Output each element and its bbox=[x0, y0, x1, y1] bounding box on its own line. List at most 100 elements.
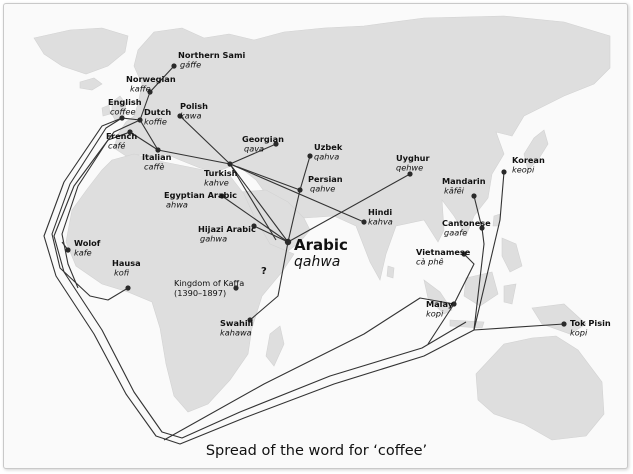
dot-italian bbox=[155, 147, 161, 153]
greenland-landmass bbox=[33, 27, 129, 75]
route-italian-dutch bbox=[139, 119, 159, 151]
route-cantonese-mandarin bbox=[473, 195, 483, 229]
iceland-landmass bbox=[79, 77, 103, 91]
route-turkish-georgian bbox=[229, 143, 277, 165]
route-sea-malay bbox=[163, 297, 455, 441]
route-sea-vietnamese bbox=[427, 253, 475, 345]
route-arabic-persian bbox=[287, 189, 301, 243]
australia-landmass bbox=[475, 335, 605, 441]
dot-kaffa bbox=[233, 285, 239, 291]
route-sea-cape-outer bbox=[43, 117, 565, 445]
philippines-landmass bbox=[501, 237, 523, 273]
route-persian-uzbek bbox=[299, 155, 311, 191]
dot-wolof bbox=[65, 247, 71, 253]
route-arabic-turkish bbox=[229, 163, 289, 243]
dot-english bbox=[119, 115, 125, 121]
dot-swahili bbox=[247, 317, 253, 323]
madagascar-landmass bbox=[265, 325, 285, 367]
dot-uzbek bbox=[307, 153, 313, 159]
route-sea-cape-inner bbox=[53, 119, 467, 439]
dot-turkish bbox=[227, 161, 233, 167]
route-arabic-uyghur bbox=[287, 173, 411, 243]
dot-mandarin bbox=[471, 193, 477, 199]
route-turkish-hindi bbox=[229, 163, 365, 223]
dot-korean bbox=[501, 169, 507, 175]
dot-cantonese bbox=[479, 225, 485, 231]
land-masses bbox=[33, 15, 611, 441]
route-dutch-english bbox=[121, 117, 141, 121]
route-italian-french bbox=[129, 131, 159, 151]
route-sea-west-africa-inner bbox=[61, 131, 131, 289]
dot-arabic-hub bbox=[284, 238, 292, 246]
route-turkish-italian bbox=[157, 149, 231, 165]
label-kingdom-of-kaffa: Kingdom of Kaffa(1390–1897) bbox=[174, 278, 244, 298]
dot-uyghur bbox=[407, 171, 413, 177]
eurasia-landmass bbox=[113, 15, 611, 281]
route-turkish-persian bbox=[229, 163, 301, 191]
dot-georgian bbox=[273, 141, 279, 147]
dot-vietnamese bbox=[461, 251, 467, 257]
dot-polish bbox=[177, 113, 183, 119]
sumatra-landmass bbox=[423, 279, 453, 315]
dot-hijazi-arabic bbox=[251, 223, 257, 229]
route-arabic-hijazi bbox=[253, 225, 289, 243]
japan-landmass bbox=[523, 129, 549, 171]
route-turkish-polish bbox=[179, 115, 231, 165]
route-dots bbox=[65, 63, 567, 327]
dot-french bbox=[127, 129, 133, 135]
label-arabic-word: qahwa bbox=[294, 254, 340, 270]
route-norwegian-sami bbox=[149, 65, 175, 93]
sri-lanka-landmass bbox=[386, 265, 395, 279]
route-arabic-egyptian bbox=[221, 195, 289, 243]
dot-persian bbox=[297, 187, 303, 193]
new-guinea-landmass bbox=[531, 303, 587, 335]
africa-landmass bbox=[65, 153, 295, 413]
label-arabic-hub: Arabic bbox=[294, 236, 348, 254]
map-caption: Spread of the word for ‘coffee’ bbox=[205, 443, 428, 459]
route-turkish-hijazi bbox=[229, 163, 277, 241]
dot-egyptian-arabic bbox=[219, 193, 225, 199]
ireland-landmass bbox=[101, 104, 111, 117]
route-dutch-norwegian bbox=[139, 91, 151, 121]
dot-dutch bbox=[137, 117, 143, 123]
route-sea-cantonese bbox=[473, 227, 485, 331]
dot-norwegian bbox=[147, 89, 153, 95]
route-sea-korean bbox=[473, 171, 505, 331]
dot-hausa bbox=[125, 285, 131, 291]
dot-tok-pisin bbox=[561, 321, 567, 327]
java-landmass bbox=[449, 319, 485, 329]
route-lines bbox=[43, 65, 565, 445]
dot-hindi bbox=[361, 219, 367, 225]
route-arabic-swahili bbox=[249, 241, 289, 321]
route-sea-west-africa-outer bbox=[51, 117, 129, 301]
dot-northern-sami bbox=[171, 63, 177, 69]
dot-malay bbox=[451, 301, 457, 307]
